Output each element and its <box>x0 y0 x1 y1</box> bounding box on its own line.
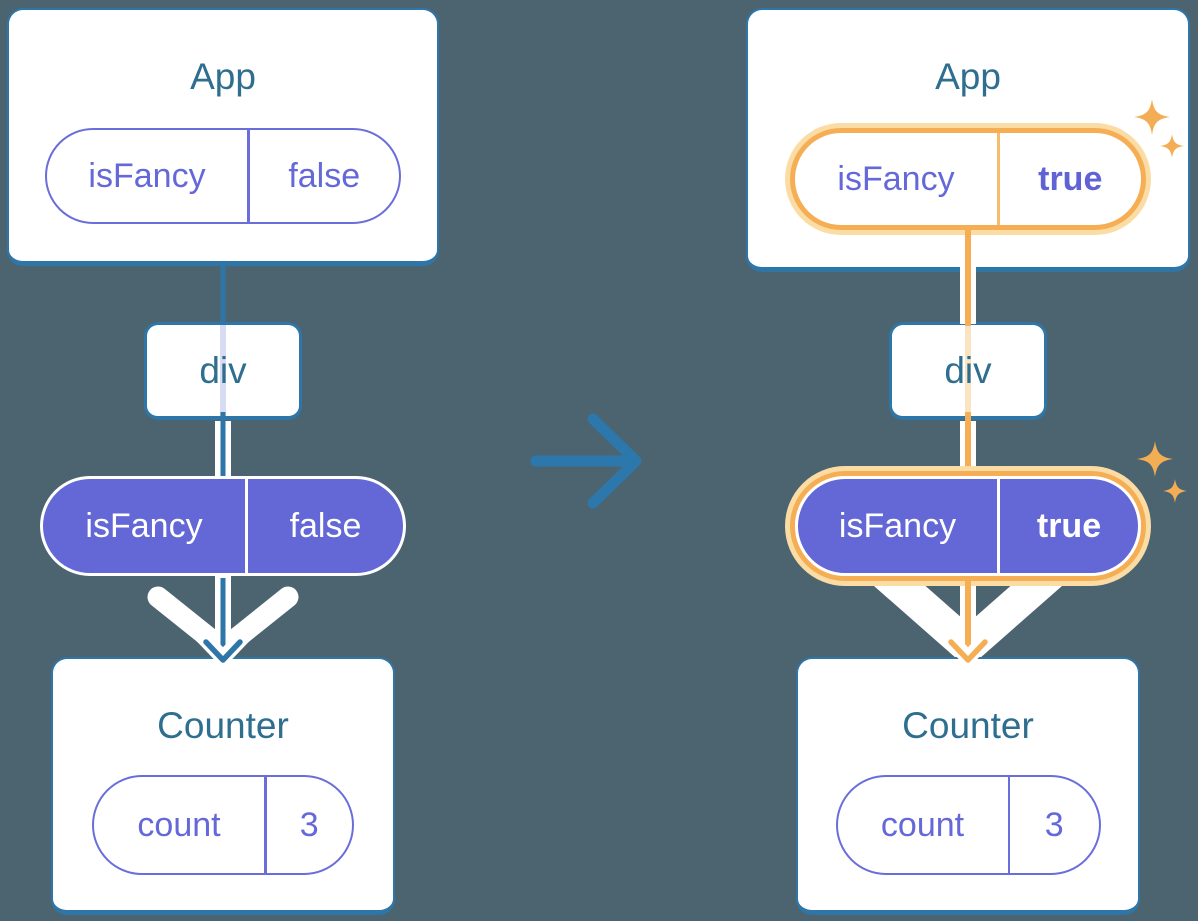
passed-prop-pill-highlighted: isFancy true <box>790 471 1146 581</box>
highlight-connector-line <box>965 578 971 655</box>
arrow-shaft <box>215 421 231 478</box>
connector-line <box>220 262 226 328</box>
connector-line <box>220 412 226 478</box>
prop-name: isFancy <box>838 506 957 545</box>
arrow-shaft <box>215 572 231 652</box>
pill-divider <box>997 479 1000 573</box>
state-value: 3 <box>1044 805 1064 844</box>
counter-card: Counter count 3 <box>51 657 395 915</box>
counter-title: Counter <box>902 705 1034 746</box>
connector-line <box>220 578 226 655</box>
div-node: div <box>889 322 1047 420</box>
div-label: div <box>199 349 247 391</box>
prop-value: true <box>1038 159 1103 198</box>
state-name: count <box>880 805 965 844</box>
prop-through-line <box>220 325 226 416</box>
highlight-connector-line <box>965 412 971 472</box>
pill-divider <box>997 133 1000 225</box>
chevron-down-icon <box>147 586 299 660</box>
prop-pill: isFancy false <box>45 128 401 224</box>
passed-prop-pill: isFancy false <box>40 476 406 576</box>
sparkle-icon <box>1163 479 1187 503</box>
pill-divider <box>247 130 250 222</box>
app-title: App <box>190 56 256 97</box>
state-pill: count 3 <box>92 775 354 875</box>
pill-divider <box>1007 777 1010 873</box>
arrow-shaft <box>960 421 976 478</box>
prop-value: true <box>1036 506 1102 545</box>
arrowhead-outline <box>194 628 252 666</box>
app-card: App isFancy false <box>7 8 439 266</box>
counter-card: Counter count 3 <box>796 657 1140 915</box>
state-pill: count 3 <box>835 775 1101 875</box>
arrow-shaft <box>960 572 976 652</box>
prop-value: false <box>288 156 361 195</box>
counter-title: Counter <box>157 705 289 746</box>
div-node: div <box>144 322 302 420</box>
prop-name: isFancy <box>85 506 203 545</box>
pill-divider <box>245 479 248 573</box>
prop-pill-highlighted: isFancy true <box>790 128 1146 230</box>
prop-name: isFancy <box>837 159 955 198</box>
app-title: App <box>935 56 1001 97</box>
state-value: 3 <box>299 805 319 844</box>
prop-value: false <box>289 506 362 545</box>
prop-name: isFancy <box>88 156 206 195</box>
state-name: count <box>137 805 221 844</box>
transition-right-arrow-icon <box>530 413 642 509</box>
app-card: App isFancy true <box>746 8 1190 272</box>
div-label: div <box>944 349 992 391</box>
sparkle-icon <box>1137 441 1173 477</box>
arrowhead-outline <box>939 628 997 666</box>
prop-through-line <box>965 325 971 416</box>
pill-divider <box>264 777 267 873</box>
